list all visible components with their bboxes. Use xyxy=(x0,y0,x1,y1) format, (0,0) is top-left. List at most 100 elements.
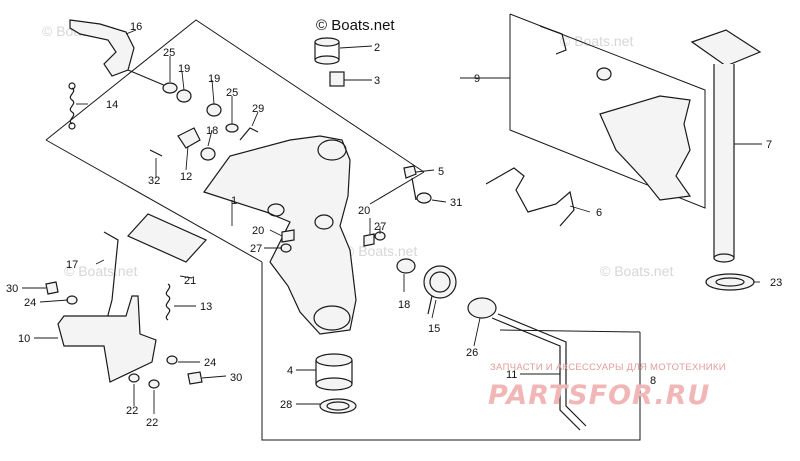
part-18-bushing xyxy=(200,147,216,161)
part-4-bushing xyxy=(315,353,353,367)
part-1-bore xyxy=(314,214,334,230)
callout-2: 2 xyxy=(374,42,380,54)
part-11-lever xyxy=(491,317,581,431)
part-1-boss xyxy=(267,203,285,217)
partner-tagline: ЗАПЧАСТИ И АКСЕССУАРЫ ДЛЯ МОТОТЕХНИКИ xyxy=(490,362,726,373)
part-14-hook xyxy=(68,82,76,90)
part-24-washer xyxy=(66,295,78,305)
part-19-bushing xyxy=(176,89,192,103)
callout-23: 23 xyxy=(770,277,782,289)
part-1-bore xyxy=(313,305,351,331)
callout-24: 24 xyxy=(24,297,36,309)
part-16-bracket xyxy=(69,19,135,77)
part-20-screw xyxy=(363,233,375,247)
part-23-ring xyxy=(715,277,745,287)
part-15-spring xyxy=(423,265,457,299)
part-7-shaft xyxy=(713,64,735,259)
part-3-pad xyxy=(329,71,345,87)
callout-28: 28 xyxy=(280,399,292,411)
callout-21: 21 xyxy=(184,275,196,287)
callout-25: 25 xyxy=(163,47,175,59)
callout-4: 4 xyxy=(287,365,293,377)
part-12-lever xyxy=(177,127,201,149)
part-1-swivel-case xyxy=(203,135,357,335)
callouts: 1 2 3 4 5 6 7 8 9 10 11 12 13 14 15 16 1… xyxy=(6,21,782,429)
callout-24b: 24 xyxy=(204,357,216,369)
part-5-bolt xyxy=(411,177,417,201)
callout-29: 29 xyxy=(252,103,264,115)
part-6-wire xyxy=(485,167,575,227)
callout-27b: 27 xyxy=(374,221,386,233)
callout-20: 20 xyxy=(252,225,264,237)
part-19-bushing xyxy=(206,103,222,117)
frame-line xyxy=(369,171,425,205)
part-24-washer xyxy=(166,355,178,365)
part-21-plate xyxy=(126,213,208,263)
callout-9: 9 xyxy=(474,73,480,85)
frame-line xyxy=(45,139,263,263)
part-20-screw xyxy=(281,229,295,243)
watermark: © Boats.net xyxy=(64,263,137,279)
callout-14: 14 xyxy=(106,99,118,111)
callout-7: 7 xyxy=(766,139,772,151)
part-16-rod xyxy=(127,69,167,87)
callout-32: 32 xyxy=(148,175,160,187)
part-7-shaft-end xyxy=(713,253,735,263)
callout-31: 31 xyxy=(450,197,462,209)
callout-20b: 20 xyxy=(358,205,370,217)
part-25-washer xyxy=(162,82,178,94)
callout-11: 11 xyxy=(506,369,517,381)
part-11-lever xyxy=(497,313,587,427)
part-7-shaft-head xyxy=(690,29,762,67)
callout-6: 6 xyxy=(596,207,602,219)
part-25-washer xyxy=(225,123,239,133)
part-27-washer xyxy=(280,243,292,253)
part-9-bushing xyxy=(596,67,612,81)
callout-19: 19 xyxy=(178,63,190,75)
watermark: © Boats.net xyxy=(344,243,417,259)
part-2-bushing xyxy=(314,42,340,60)
callout-18: 18 xyxy=(206,125,218,137)
part-4-bushing xyxy=(315,377,353,391)
part-31-bolt xyxy=(416,192,432,204)
part-2-bushing xyxy=(314,37,340,47)
part-17-wire xyxy=(103,231,119,331)
part-10-bracket xyxy=(57,295,157,383)
frame-line xyxy=(509,13,706,209)
part-18-bushing xyxy=(396,258,416,274)
callout-1: 1 xyxy=(231,195,237,207)
frame-line xyxy=(45,19,425,173)
part-4-bushing xyxy=(315,360,353,384)
part-14-hook xyxy=(68,122,76,130)
watermark: © Boats.net xyxy=(560,33,633,49)
part-13-spring xyxy=(165,283,171,321)
watermark: © Boats.net xyxy=(600,263,673,279)
part-15-spring-tail xyxy=(427,295,433,315)
partner-logo: PARTSFOR.RU xyxy=(488,380,710,411)
callout-26: 26 xyxy=(466,347,478,359)
callout-18b: 18 xyxy=(398,299,410,311)
callout-15: 15 xyxy=(428,323,440,335)
part-22-nut xyxy=(128,373,140,383)
callout-10: 10 xyxy=(18,333,30,345)
callout-19b: 19 xyxy=(208,73,220,85)
callout-5: 5 xyxy=(438,166,444,178)
part-32-pin xyxy=(149,149,163,157)
part-9-bracket xyxy=(599,95,692,201)
callout-25b: 25 xyxy=(226,87,238,99)
callout-22: 22 xyxy=(126,405,138,417)
part-5-bolt xyxy=(403,165,417,179)
frame-line xyxy=(261,262,641,441)
part-30-screw xyxy=(45,281,59,295)
callout-3: 3 xyxy=(374,75,380,87)
leader-lines xyxy=(22,29,762,414)
part-1-bore xyxy=(317,139,347,161)
part-15-spring xyxy=(429,271,451,293)
callout-30b: 30 xyxy=(230,372,242,384)
callout-12: 12 xyxy=(180,171,192,183)
part-14-spring xyxy=(69,87,75,125)
part-23-ring xyxy=(705,273,755,291)
callout-22b: 22 xyxy=(146,417,158,429)
